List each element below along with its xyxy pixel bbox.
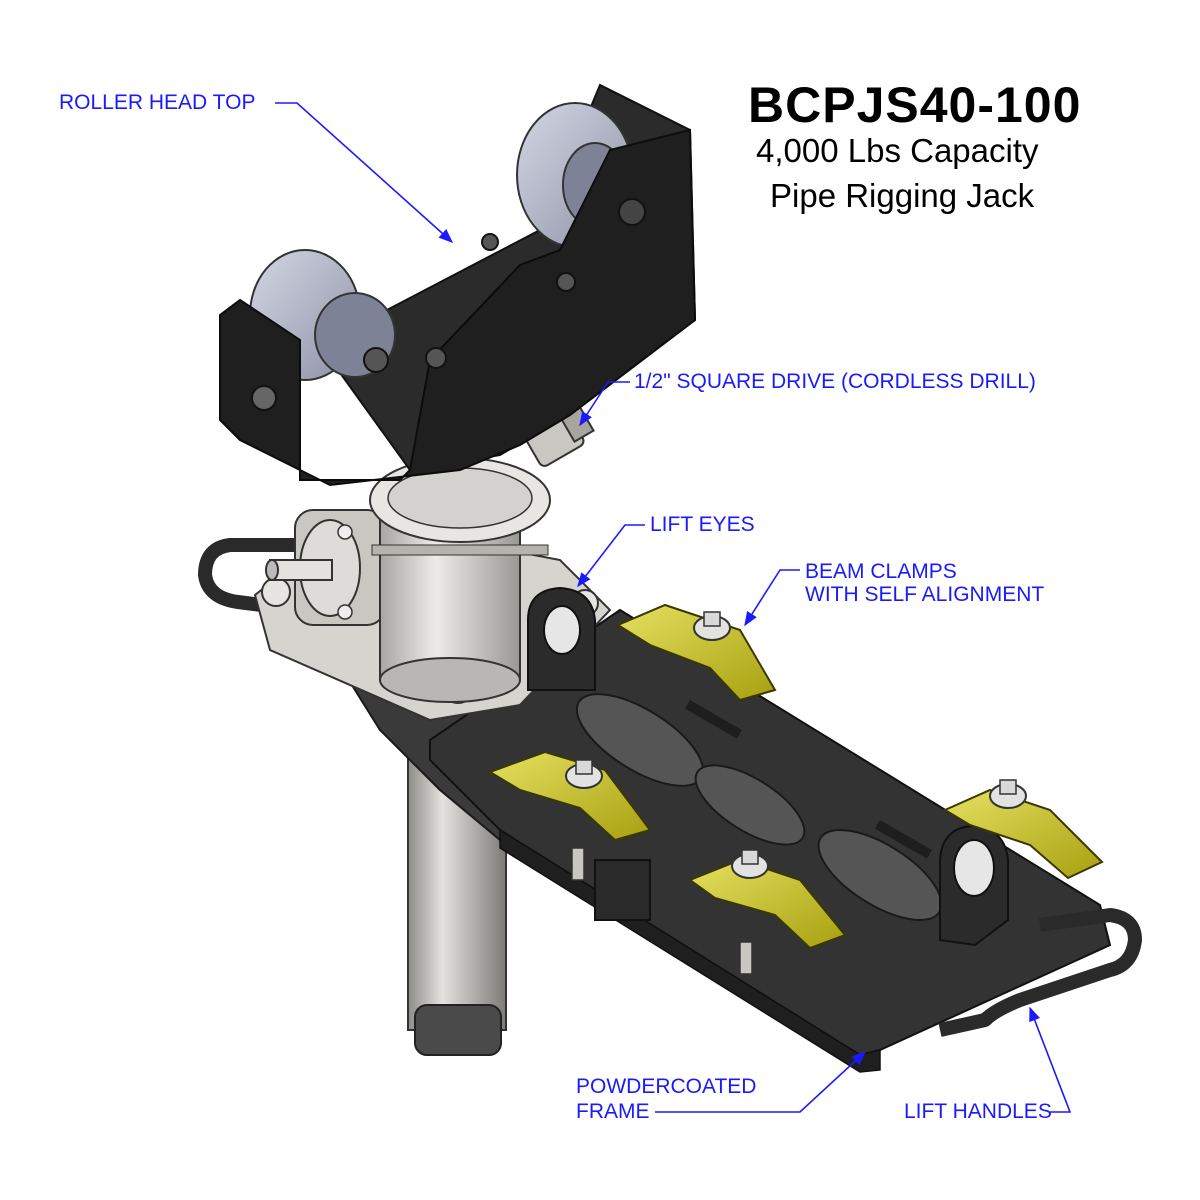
leader-lift-handles xyxy=(1029,1006,1072,1113)
callout-square-drive: 1/2" SQUARE DRIVE (CORDLESS DRILL) xyxy=(634,370,1036,393)
right-lift-handle xyxy=(938,908,1142,1037)
leader-square-drive xyxy=(579,381,630,427)
leader-lift-eyes xyxy=(577,524,645,588)
leader-roller-head xyxy=(275,102,454,243)
product-name: Pipe Rigging Jack xyxy=(770,177,1035,214)
lift-eye-front xyxy=(527,586,596,691)
leader-frame xyxy=(655,1051,867,1113)
beam-clamp-1 xyxy=(615,603,777,702)
callout-frame-line1: POWDERCOATED xyxy=(576,1075,757,1098)
beam-clamp-3 xyxy=(687,849,847,950)
beam-clamp-4 xyxy=(942,779,1104,880)
leader-beam-clamps xyxy=(744,569,800,627)
callout-roller-head-top: ROLLER HEAD TOP xyxy=(59,91,256,114)
beam-clamp-2 xyxy=(487,750,652,842)
powdercoated-frame xyxy=(429,608,1112,1073)
callout-leaders xyxy=(275,102,1072,1113)
capacity-text: 4,000 Lbs Capacity xyxy=(756,132,1039,169)
left-lift-handle xyxy=(198,538,360,617)
roller-head-top xyxy=(219,83,697,487)
callout-beam-clamps-line1: BEAM CLAMPS xyxy=(805,560,957,583)
callout-lift-handles: LIFT HANDLES xyxy=(904,1100,1052,1123)
callout-beam-clamps-line2: WITH SELF ALIGNMENT xyxy=(805,583,1045,606)
worm-gear-housing xyxy=(265,509,386,626)
callout-lift-eyes: LIFT EYES xyxy=(650,513,755,536)
lift-eye-rear xyxy=(939,824,1009,947)
model-number: BCPJS40-100 xyxy=(748,77,1082,133)
screw-jack-cylinder xyxy=(369,457,551,703)
callout-frame-line2: FRAME xyxy=(576,1100,650,1123)
